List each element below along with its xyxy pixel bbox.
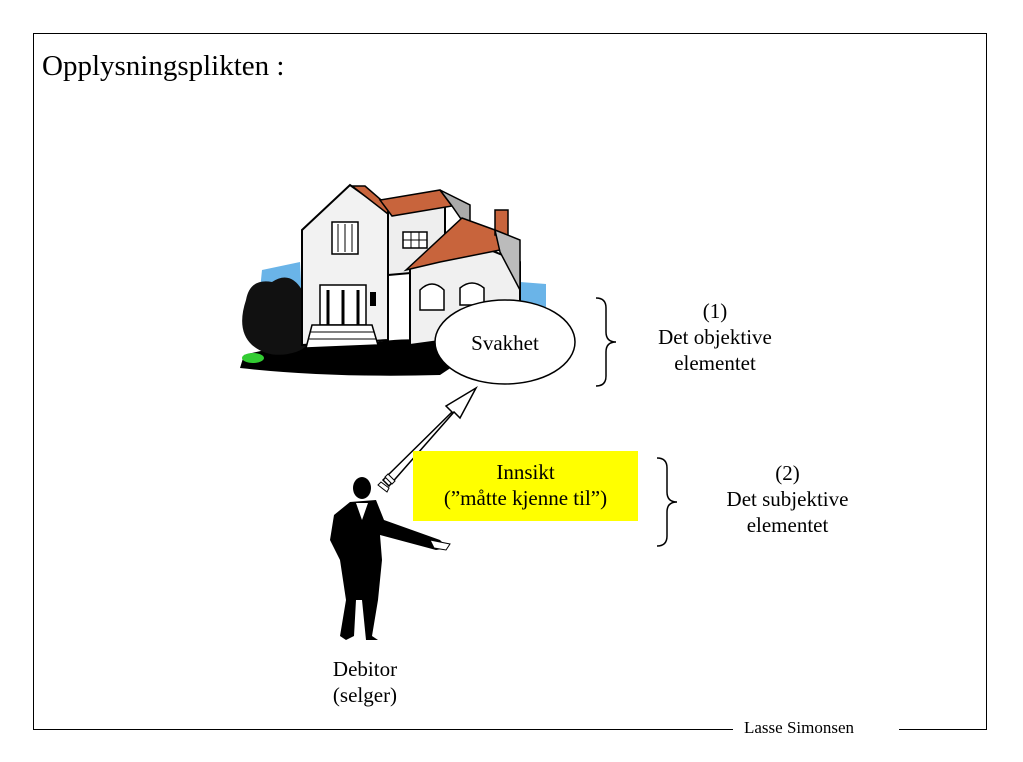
debtor-label: Debitor (selger) <box>310 656 420 708</box>
footer-author: Lasse Simonsen <box>744 718 855 737</box>
weakness-text: Svakhet <box>471 331 539 355</box>
slide-title: Opplysningsplikten : <box>42 50 285 82</box>
subjective-line2: elementet <box>746 513 829 537</box>
subjective-number: (2) <box>775 461 800 485</box>
insight-line2: (”måtte kjenne til”) <box>443 486 608 510</box>
debtor-line2: (selger) <box>332 683 398 707</box>
weakness-ellipse <box>434 299 576 385</box>
slide-frame <box>33 33 987 730</box>
footer-divider-right <box>899 729 987 730</box>
subjective-brace <box>656 457 678 547</box>
debtor-line1: Debitor <box>332 657 398 681</box>
objective-brace <box>595 297 617 387</box>
insight-box: Innsikt (”måtte kjenne til”) <box>413 451 638 521</box>
subjective-line1: Det subjektive <box>726 487 849 511</box>
footer-divider-left <box>33 729 733 730</box>
insight-line1: Innsikt <box>496 460 555 484</box>
arrow <box>377 385 478 493</box>
objective-element-label: (1) Det objektive elementet <box>630 298 800 376</box>
house-illustration <box>240 183 546 376</box>
subjective-element-label: (2) Det subjektive elementet <box>700 460 875 538</box>
objective-number: (1) <box>702 299 728 323</box>
weakness-label: Svakhet <box>455 330 555 356</box>
objective-line2: elementet <box>674 351 756 375</box>
businessman-illustration <box>330 477 451 640</box>
objective-line1: Det objektive <box>658 325 772 349</box>
